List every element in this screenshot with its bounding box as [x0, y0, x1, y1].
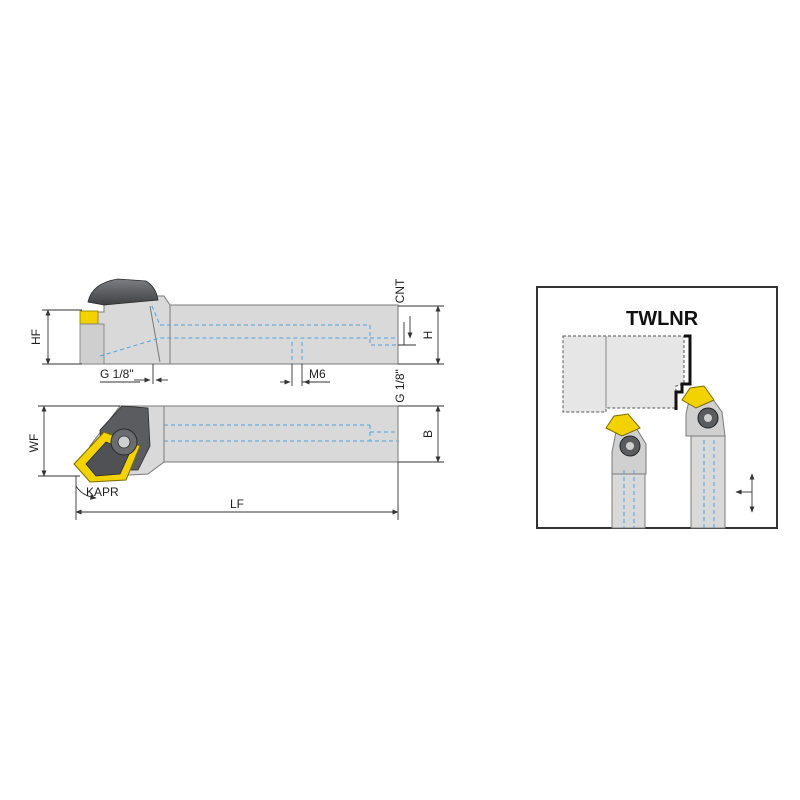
- wf-label: WF: [27, 434, 41, 453]
- b-label: B: [421, 430, 435, 438]
- g18-side-label: G 1/8": [100, 367, 134, 381]
- side-clamp: [87, 278, 159, 306]
- inset-tool-1-insert: [605, 413, 641, 437]
- m6-label: M6: [309, 367, 326, 381]
- lf-label: LF: [230, 497, 244, 511]
- side-shank: [159, 304, 399, 365]
- kapr-arc: [75, 485, 97, 500]
- side-view: HF H CNT G 1/8" M6 G 1/8": [29, 278, 444, 403]
- inset-tool-2-insert: [681, 385, 715, 409]
- h-label: H: [421, 331, 435, 340]
- twlnr-inset: TWLNR: [536, 286, 778, 529]
- feed-direction-icon: [735, 473, 755, 513]
- side-insert: [79, 310, 99, 325]
- g18-vertical-label: G 1/8": [393, 369, 407, 403]
- top-shank: [163, 405, 399, 463]
- cnt-label: CNT: [393, 278, 407, 303]
- inset-tool-1-shank: [611, 473, 646, 529]
- top-view: WF B KAPR LF: [27, 405, 444, 520]
- workpiece: [562, 335, 685, 413]
- inset-title: TWLNR: [626, 308, 699, 330]
- inset-tool-2-shank: [690, 435, 726, 529]
- kapr-label: KAPR: [86, 485, 119, 499]
- hf-label: HF: [29, 329, 43, 345]
- side-coolant-channel: [99, 324, 398, 357]
